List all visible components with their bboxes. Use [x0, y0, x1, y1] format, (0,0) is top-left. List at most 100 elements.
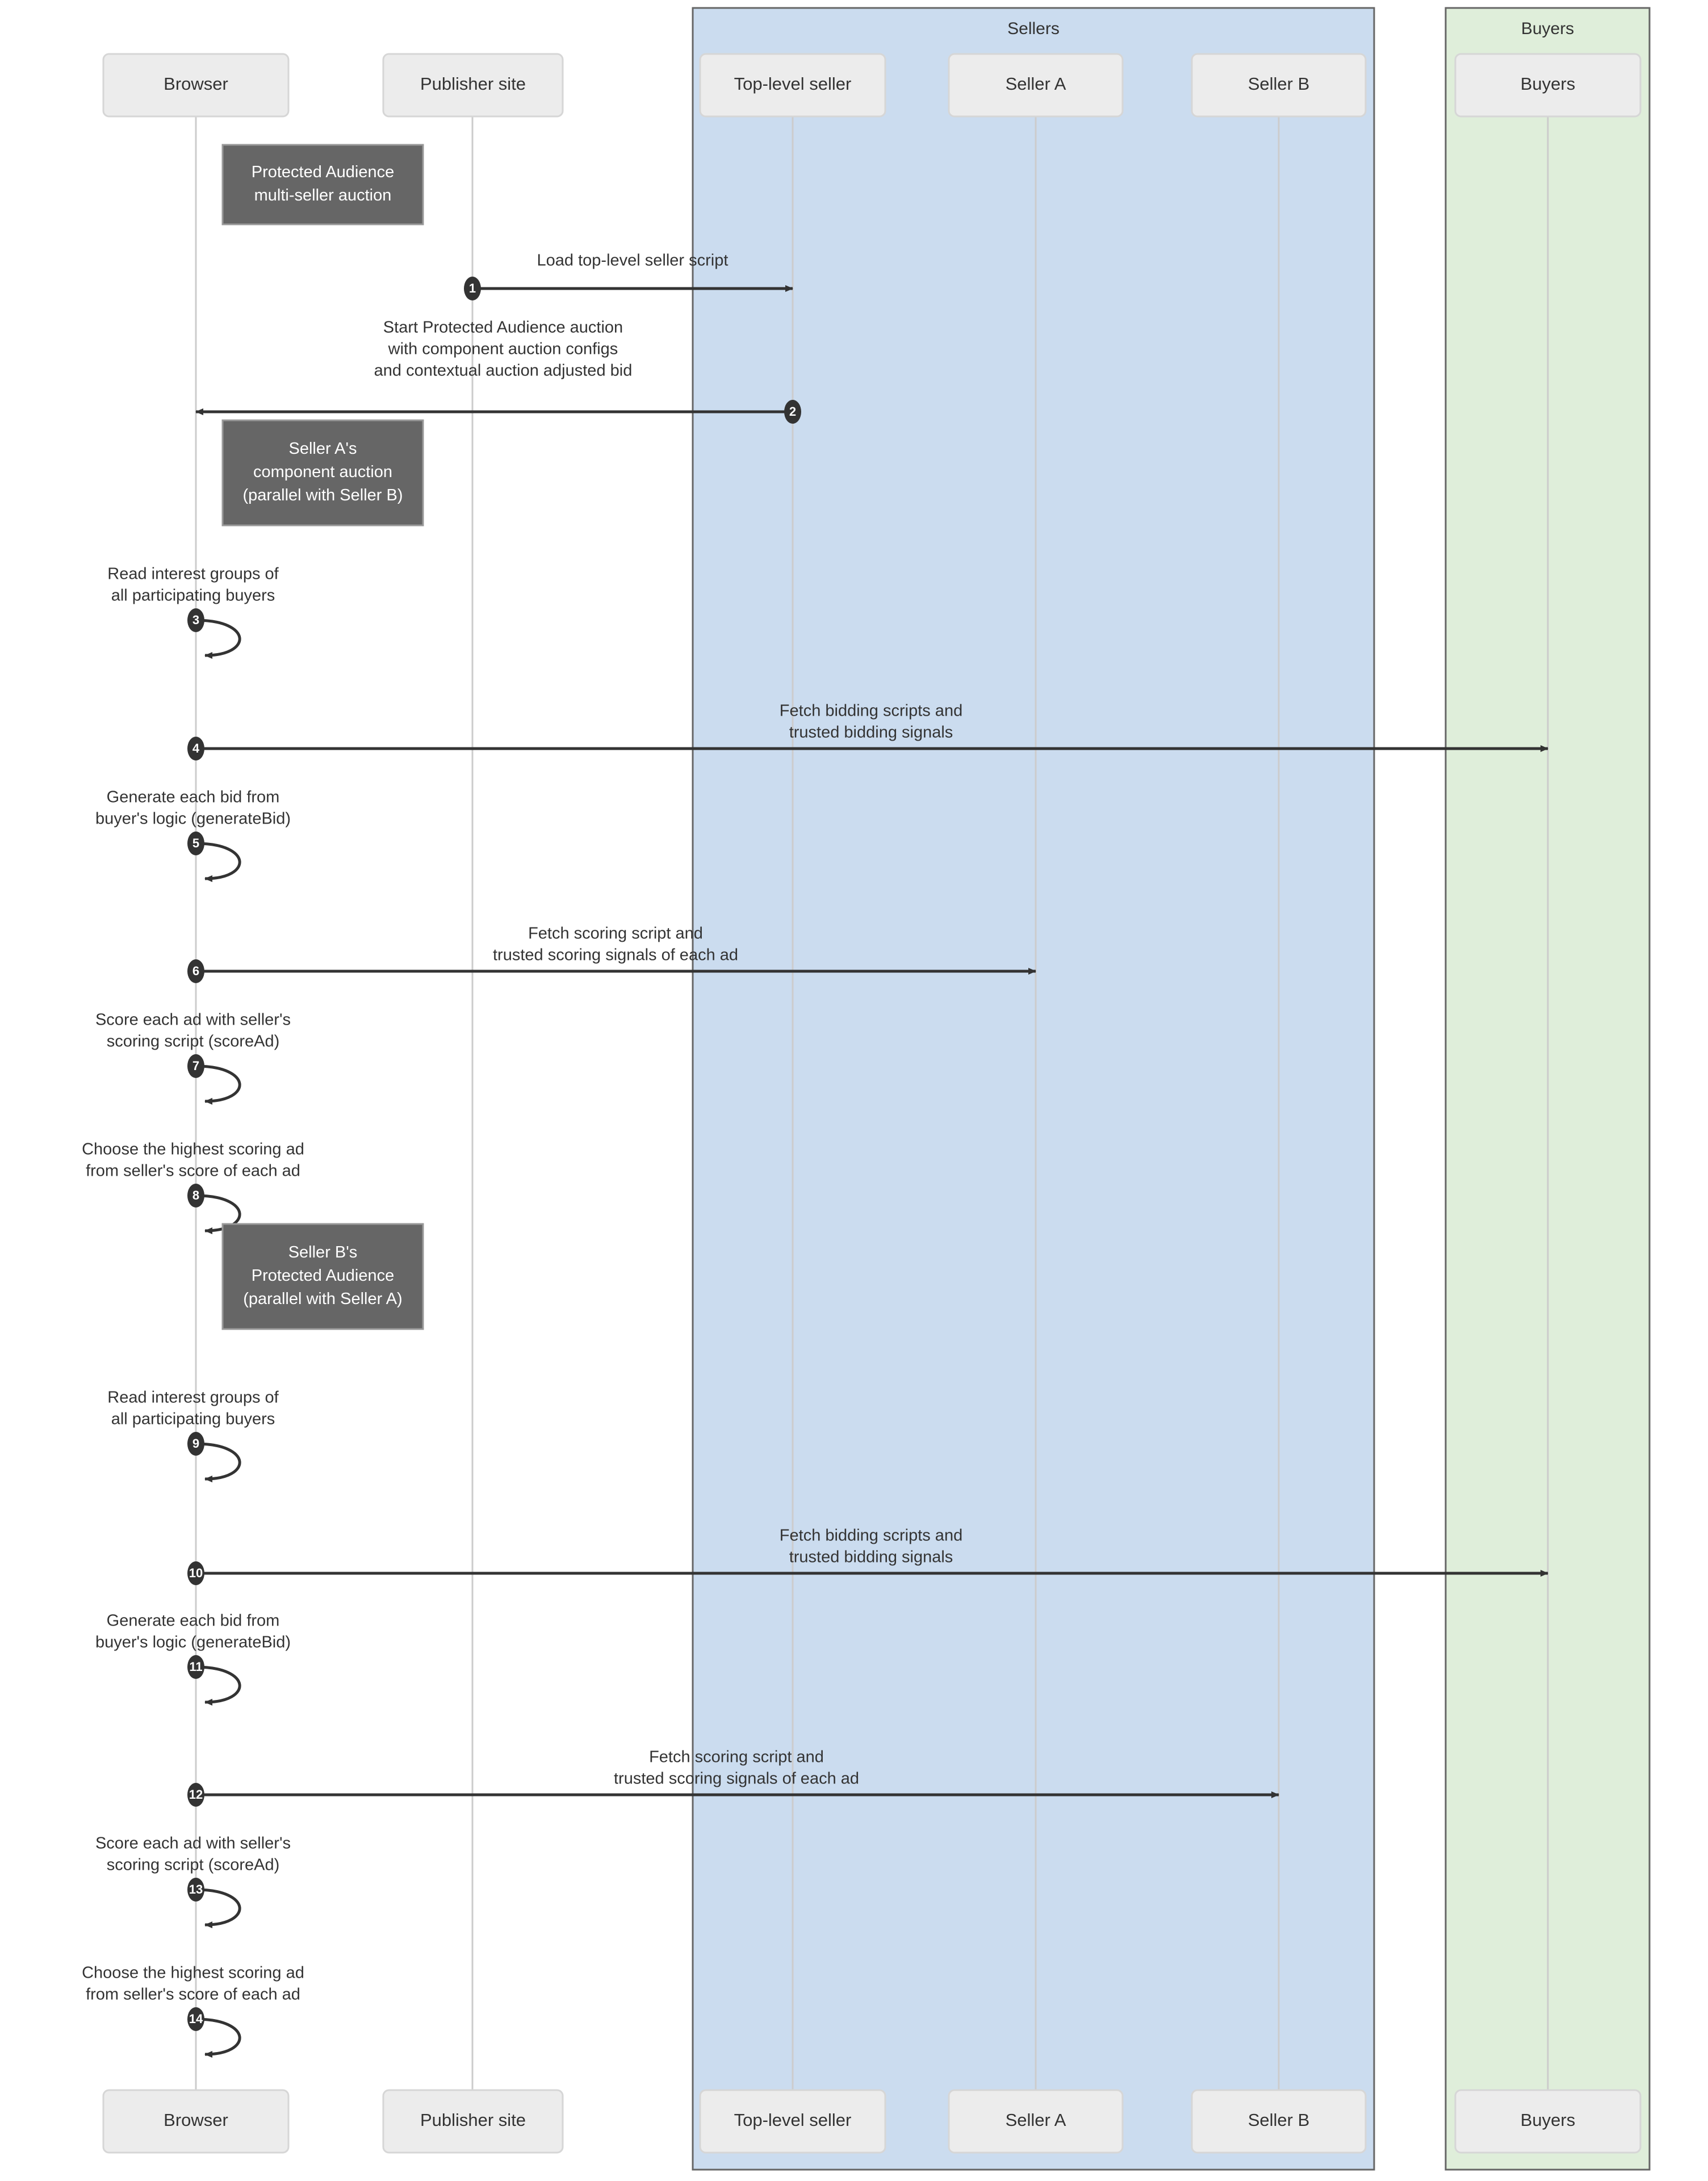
actor-topseller-header[interactable]: Top-level seller — [699, 53, 886, 118]
actor-buyers-header[interactable]: Buyers — [1454, 53, 1642, 118]
actor-sellera-label: Seller A — [1006, 2110, 1066, 2130]
actor-publisher-footer[interactable]: Publisher site — [382, 2089, 564, 2154]
note-multi-seller-auction-line: multi-seller auction — [254, 186, 392, 204]
actor-sellera-box[interactable] — [948, 2089, 1124, 2154]
message-4-label: trusted bidding signals — [789, 724, 953, 742]
lifelines — [195, 116, 1549, 2090]
message-14-label: from seller's score of each ad — [86, 1986, 300, 2004]
message-3-label: all participating buyers — [111, 587, 275, 605]
actor-browser-header[interactable]: Browser — [102, 53, 290, 118]
message-8: Choose the highest scoring ad from seller… — [82, 1140, 304, 1234]
message-9-self-arrow — [195, 1442, 241, 1482]
actor-buyers-box[interactable] — [1454, 53, 1642, 118]
message-7-label: Score each ad with seller's — [95, 1011, 291, 1029]
message-9-label: Read interest groups of — [107, 1389, 279, 1407]
message-14-label: Choose the highest scoring ad — [82, 1964, 304, 1982]
sequence-number: 3 — [192, 613, 199, 627]
sequence-badge-12: 12 — [187, 1783, 204, 1807]
note-seller-b-protected-audience-line: Protected Audience — [252, 1267, 395, 1285]
actor-sellerb-footer[interactable]: Seller B — [1191, 2089, 1367, 2154]
actor-sellera-label: Seller A — [1006, 74, 1066, 94]
actor-footers: Browser Publisher site Top-level seller Sel… — [102, 2089, 1642, 2154]
sequence-number: 13 — [189, 1882, 203, 1896]
actor-browser-box[interactable] — [102, 2089, 290, 2154]
sequence-number: 12 — [189, 1787, 203, 1802]
notes: Protected Audience multi-seller auctionSe… — [221, 144, 424, 1330]
note-seller-a-component-auction-rect — [221, 419, 424, 527]
actor-sellera-footer[interactable]: Seller A — [948, 2089, 1124, 2154]
actor-sellerb-header[interactable]: Seller B — [1191, 53, 1367, 118]
actor-headers: Browser Publisher site Top-level seller Sel… — [102, 53, 1642, 118]
sequence-badge-8: 8 — [187, 1184, 204, 1208]
message-8-label: from seller's score of each ad — [86, 1162, 300, 1180]
sequence-badge-10: 10 — [187, 1561, 204, 1585]
actor-browser-label: Browser — [164, 2110, 228, 2130]
note-multi-seller-auction-line: Protected Audience — [252, 163, 395, 181]
message-9: Read interest groups of all participating… — [107, 1389, 279, 1482]
message-9-label: all participating buyers — [111, 1410, 275, 1428]
actor-topseller-footer[interactable]: Top-level seller — [699, 2089, 886, 2154]
message-6-label: trusted scoring signals of each ad — [493, 946, 738, 964]
message-11-label: Generate each bid from — [107, 1612, 280, 1630]
message-2-label: and contextual auction adjusted bid — [374, 362, 633, 380]
actor-sellera-box[interactable] — [948, 53, 1124, 118]
group-buyers-title: Buyers — [1521, 19, 1574, 38]
message-14: Choose the highest scoring ad from seller… — [82, 1964, 304, 2058]
note-seller-b-protected-audience-line: Seller B's — [288, 1243, 358, 1261]
sequence-number: 4 — [192, 741, 200, 755]
sequence-number: 11 — [189, 1660, 202, 1674]
message-11-self-arrow — [195, 1665, 241, 1706]
actor-sellerb-box[interactable] — [1191, 2089, 1367, 2154]
actor-topseller-label: Top-level seller — [734, 74, 852, 94]
message-12-label: Fetch scoring script and — [649, 1748, 824, 1766]
actor-publisher-header[interactable]: Publisher site — [382, 53, 564, 118]
actor-buyers-footer[interactable]: Buyers — [1454, 2089, 1642, 2154]
message-12: Fetch scoring script and trusted scoring … — [187, 1748, 1279, 1807]
actor-browser-footer[interactable]: Browser — [102, 2089, 290, 2154]
actor-publisher-box[interactable] — [382, 2089, 564, 2154]
sequence-number: 2 — [789, 404, 796, 419]
actor-topseller-box[interactable] — [699, 2089, 886, 2154]
sequence-badge-13: 13 — [187, 1878, 204, 1902]
sequence-badge-9: 9 — [187, 1432, 204, 1456]
actor-sellera-header[interactable]: Seller A — [948, 53, 1124, 118]
actor-browser-box[interactable] — [102, 53, 290, 118]
sequence-number: 10 — [189, 1566, 203, 1580]
actor-browser-label: Browser — [164, 74, 228, 94]
group-sellers-title: Sellers — [1007, 19, 1060, 38]
message-13-self-arrow — [195, 1888, 241, 1928]
message-10-label: Fetch bidding scripts and — [780, 1527, 962, 1545]
actor-buyers-label: Buyers — [1521, 2110, 1575, 2130]
sequence-number: 7 — [192, 1059, 199, 1073]
sequence-badge-7: 7 — [187, 1054, 204, 1078]
message-5-label: Generate each bid from — [107, 788, 280, 807]
note-seller-b-protected-audience-line: (parallel with Seller A) — [243, 1290, 402, 1308]
message-12-label: trusted scoring signals of each ad — [614, 1770, 859, 1788]
message-14-self-arrow — [195, 2017, 241, 2058]
group-sellers-rect — [692, 7, 1375, 2171]
note-seller-a-component-auction-line: component auction — [253, 463, 392, 481]
note-seller-b-protected-audience-rect — [221, 1223, 424, 1330]
actor-sellerb-box[interactable] — [1191, 53, 1367, 118]
message-10-label: trusted bidding signals — [789, 1548, 953, 1566]
actor-buyers-label: Buyers — [1521, 74, 1575, 94]
actor-publisher-box[interactable] — [382, 53, 564, 118]
actor-topseller-box[interactable] — [699, 53, 886, 118]
message-13-label: scoring script (scoreAd) — [107, 1856, 280, 1874]
sequence-badge-5: 5 — [187, 832, 204, 855]
sequence-badge-6: 6 — [187, 959, 204, 983]
message-8-label: Choose the highest scoring ad — [82, 1140, 304, 1159]
actor-sellerb-label: Seller B — [1248, 74, 1310, 94]
actor-buyers-box[interactable] — [1454, 2089, 1642, 2154]
note-multi-seller-auction: Protected Audience multi-seller auction — [221, 144, 424, 225]
